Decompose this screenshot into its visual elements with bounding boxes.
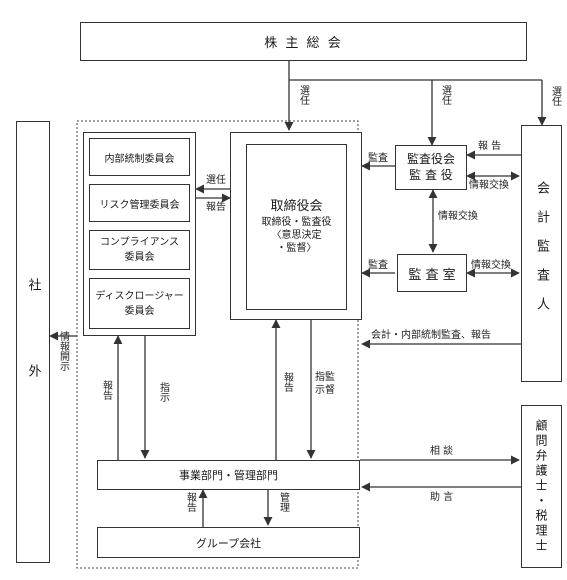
shareholders-meeting-label: 株 主 総 会 bbox=[264, 36, 343, 51]
business-departments-label: 事業部門・管理部門 bbox=[179, 469, 278, 482]
report-label-center: 報告 bbox=[281, 372, 293, 392]
board-of-directors-box: 取締役会 取締役・監査役 〈意思決定 ・監督〉 bbox=[246, 144, 347, 310]
info-exchange-label-2: 情報交換 bbox=[438, 211, 478, 222]
committee-risk-management-label: リスク管理委員会 bbox=[99, 199, 180, 211]
instruct-supervise-text: 指監示督 bbox=[315, 372, 335, 396]
company-boundary bbox=[76, 120, 359, 569]
business-departments-box: 事業部門・管理部門 bbox=[97, 460, 360, 490]
report-label-left: 報告 bbox=[100, 380, 112, 400]
elect-label-committees: 選任 bbox=[206, 175, 226, 186]
committee-risk-management: リスク管理委員会 bbox=[89, 184, 190, 222]
elect-label-1: 選任 bbox=[297, 85, 309, 105]
audit-office-label: 監 査 室 bbox=[408, 267, 456, 283]
group-companies-label: グループ会社 bbox=[195, 536, 262, 550]
board-role-2: ・監督〉 bbox=[276, 242, 317, 254]
committee-internal-control-label: 内部統制委員会 bbox=[104, 153, 175, 165]
advice-label: 助 言 bbox=[430, 492, 454, 503]
external-label: 社 外 bbox=[25, 277, 41, 407]
info-disclosure-label: 情報開示 bbox=[57, 331, 69, 371]
audit-office-box: 監 査 室 bbox=[397, 254, 467, 292]
report-label-auditor: 報 告 bbox=[478, 141, 502, 152]
info-exchange-label-3: 情報交換 bbox=[471, 260, 511, 271]
board-members: 取締役・監査役 bbox=[261, 216, 332, 228]
audit-board-box: 監査役会 監 査 役 bbox=[395, 145, 467, 190]
audit-label-1: 監査 bbox=[368, 153, 388, 164]
committee-internal-control: 内部統制委員会 bbox=[89, 138, 190, 176]
audit-board-label-1: 監査役会 bbox=[406, 151, 455, 166]
elect-label-3: 選任 bbox=[549, 86, 561, 106]
elect-label-2: 選任 bbox=[439, 85, 451, 105]
accounting-auditor-box: 会計監査人 bbox=[521, 125, 562, 382]
audit-board-label-2: 監 査 役 bbox=[409, 167, 453, 182]
committee-compliance-label-1: コンプライアンス bbox=[99, 237, 180, 248]
committee-compliance-label-2: 委員会 bbox=[124, 252, 155, 263]
manage-label-group: 管理 bbox=[277, 492, 289, 512]
instruct-supervise-label: 指監示督 bbox=[315, 372, 339, 397]
group-companies-box: グループ会社 bbox=[97, 527, 360, 558]
audit-label-2: 監査 bbox=[368, 260, 388, 271]
shareholders-meeting-box: 株 主 総 会 bbox=[80, 22, 527, 61]
board-role-1: 〈意思決定 bbox=[271, 229, 322, 241]
report-label-group: 報告 bbox=[184, 492, 196, 512]
board-title: 取締役会 bbox=[270, 199, 323, 215]
accounting-audit-report-label: 会計・内部統制監査、報告 bbox=[371, 330, 491, 341]
report-label-committees: 報告 bbox=[206, 202, 226, 213]
advisors-label: 顧問弁護士・税理士 bbox=[534, 419, 548, 554]
external-box: 社 外 bbox=[16, 121, 50, 563]
instruct-label-left: 指示 bbox=[157, 382, 169, 402]
committee-disclosure: ディスクロージャー 委員会 bbox=[89, 278, 190, 329]
committee-compliance: コンプライアンス 委員会 bbox=[89, 230, 190, 270]
committee-disclosure-label-1: ディスクロージャー bbox=[95, 290, 184, 302]
info-exchange-label-1: 情報交換 bbox=[469, 180, 509, 191]
accounting-auditor-label: 会計監査人 bbox=[534, 181, 549, 326]
advisors-box: 顧問弁護士・税理士 bbox=[521, 405, 562, 568]
committee-disclosure-label-2: 委員会 bbox=[124, 305, 155, 317]
consult-label: 相 談 bbox=[430, 446, 454, 457]
